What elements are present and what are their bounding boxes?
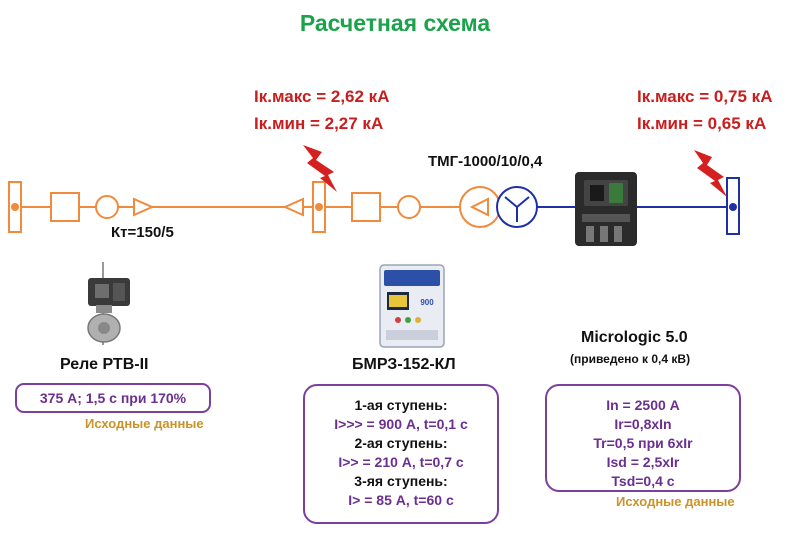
micrologic-setting: Ir=0,8xIn <box>614 416 672 432</box>
circuit-breaker-icon <box>575 172 637 246</box>
bmrz-stage-heading: 3-яя ступень: <box>354 473 448 489</box>
micrologic-setting: Isd = 2,5xIr <box>606 454 680 470</box>
lightning-icon <box>694 150 727 197</box>
fault-left-labels: Iк.макс = 2,62 кА Iк.мин = 2,27 кА <box>254 83 389 137</box>
middle-bus-node <box>315 203 323 211</box>
transformer-label: ТМГ-1000/10/0,4 <box>428 153 543 170</box>
bmrz-stage-heading: 2-ая ступень: <box>354 435 448 451</box>
page-title: Расчетная схема <box>299 10 491 36</box>
lv-line <box>496 177 740 235</box>
micrologic-note: (приведено к 0,4 кВ) <box>570 352 691 366</box>
fault-left-ikmax: Iк.макс = 2,62 кА <box>254 87 390 106</box>
micrologic-setting: Tr=0,5 при 6xIr <box>593 435 693 451</box>
micrologic-source-label: Исходные данные <box>616 494 735 509</box>
right-bus-node <box>729 203 737 211</box>
bmrz-stage-setting: I> = 85 А, t=60 с <box>348 492 454 508</box>
hv-line <box>8 181 501 233</box>
bmrz-stage-heading: 1-ая ступень: <box>354 397 448 413</box>
ct-ratio-label: Кт=150/5 <box>111 224 174 241</box>
lightning-icon <box>303 145 337 192</box>
relay-setting: 375 А; 1,5 с при 170% <box>39 390 187 406</box>
bmrz-device-icon: 900 <box>379 264 445 348</box>
bmrz-name: БМРЗ-152-КЛ <box>352 356 456 373</box>
bmrz-stage-setting: I>>> = 900 А, t=0,1 с <box>334 416 468 432</box>
relay-name: Реле РТВ-II <box>60 356 149 373</box>
bmrz-settings-box: 1-ая ступень: I>>> = 900 А, t=0,1 с 2-ая с… <box>303 384 499 524</box>
fault-left-ikmin: Iк.мин = 2,27 кА <box>254 114 384 133</box>
relay-rtv-icon <box>87 262 130 345</box>
micrologic-name: Micrologic 5.0 <box>581 329 688 346</box>
fault-right-ikmin: Iк.мин = 0,65 кА <box>637 114 767 133</box>
fault-right-ikmax: Iк.макс = 0,75 кА <box>637 87 773 106</box>
relay-source-label: Исходные данные <box>85 416 204 431</box>
left-bus-node <box>11 203 19 211</box>
micrologic-setting: In = 2500 А <box>606 397 680 413</box>
fault-right-labels: Iк.макс = 0,75 кА Iк.мин = 0,65 кА <box>637 83 772 137</box>
micrologic-setting: Tsd=0,4 с <box>611 473 675 489</box>
bmrz-display: 900 <box>420 298 434 307</box>
relay-setting-box: 375 А; 1,5 с при 170% <box>15 383 211 413</box>
bmrz-stage-setting: I>> = 210 А, t=0,7 с <box>338 454 464 470</box>
